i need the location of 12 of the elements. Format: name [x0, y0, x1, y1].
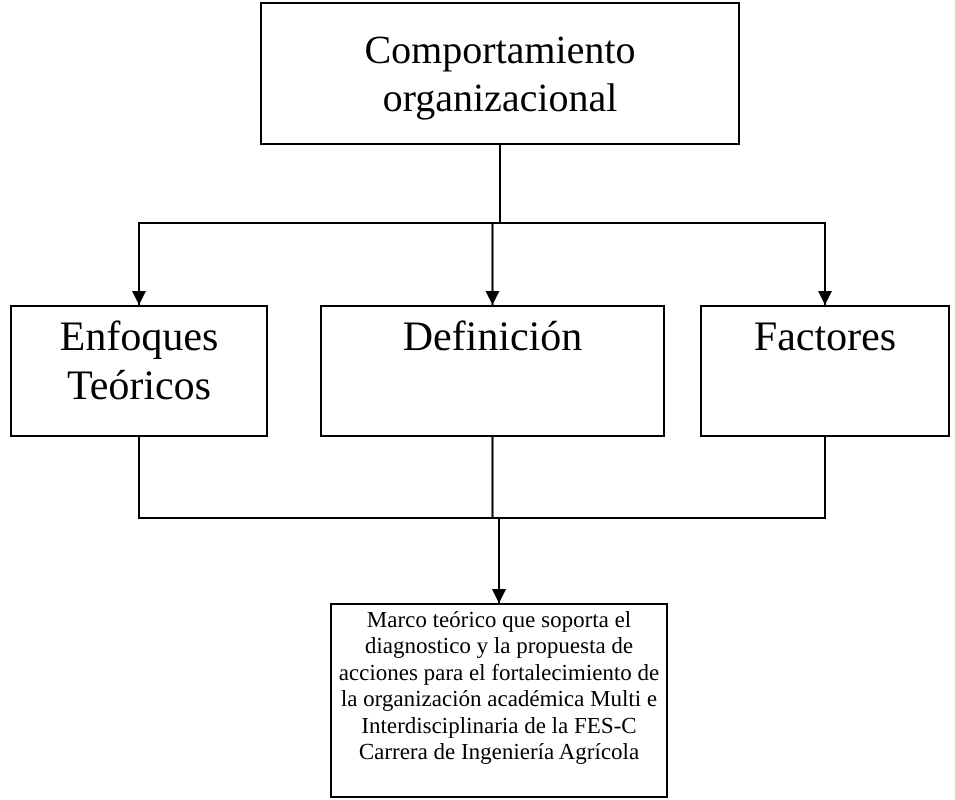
text-box — [10, 305, 268, 437]
text-box — [330, 603, 668, 798]
arrow — [492, 437, 826, 603]
box-text: Comportamiento organizacional — [363, 26, 637, 122]
box-text: Factores — [754, 313, 896, 362]
text-box — [700, 305, 950, 437]
box-text: Definición — [402, 313, 582, 362]
box-text: Enfoques Teóricos — [58, 313, 220, 412]
text-box — [320, 305, 665, 437]
box-text: Carrera de Ingeniería Agrícola — [358, 739, 640, 766]
box-text: Marco teórico que soporta el diagnostico y la propuesta de acciones para el fortalecimiento de la organización académica Multi e Interdisciplinaria de la FES-C — [338, 607, 660, 740]
text-box — [260, 2, 740, 145]
